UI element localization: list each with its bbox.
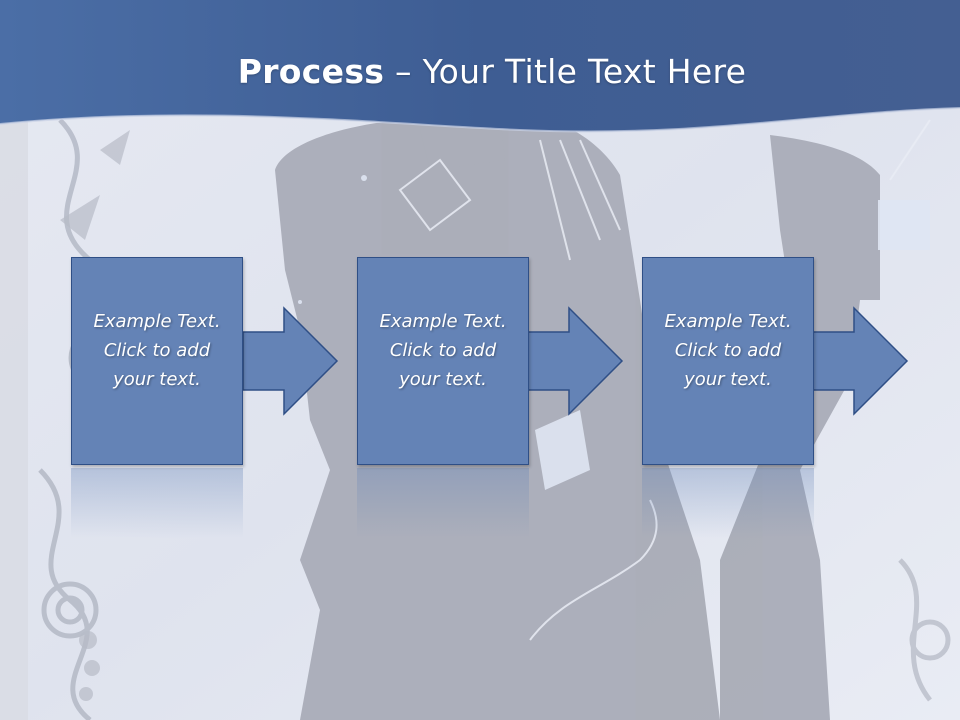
step-3-arrow[interactable]	[812, 306, 910, 416]
step-3-text[interactable]: Example Text. Click to add your text.	[664, 311, 792, 390]
step-2-text[interactable]: Example Text. Click to add your text.	[379, 311, 507, 390]
slide-title[interactable]: Process – Your Title Text Here	[0, 52, 960, 91]
step-2-box[interactable]	[357, 257, 529, 465]
step-3-reflection	[642, 468, 814, 538]
step-1-box[interactable]	[71, 257, 243, 465]
title-rest: – Your Title Text Here	[384, 52, 747, 91]
step-2-reflection	[357, 468, 529, 538]
title-bold: Process	[237, 52, 385, 91]
step-3-box[interactable]	[642, 257, 814, 465]
step-1-text[interactable]: Example Text. Click to add your text.	[93, 311, 221, 390]
step-2-arrow[interactable]	[527, 306, 625, 416]
step-1-reflection	[71, 468, 243, 538]
step-1-arrow[interactable]	[242, 306, 340, 416]
